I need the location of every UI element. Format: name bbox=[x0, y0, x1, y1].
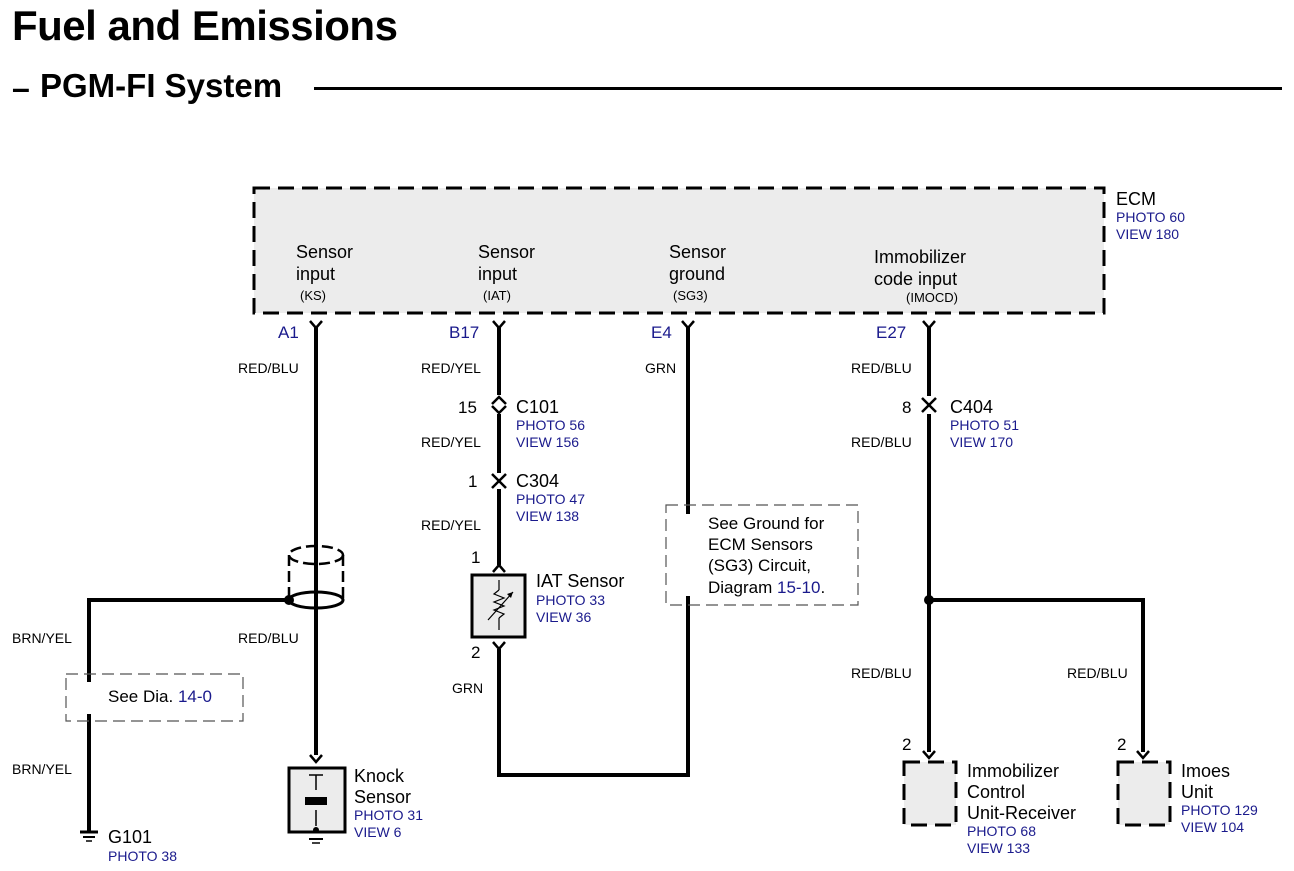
imoes-label-line1: Imoes bbox=[1181, 761, 1230, 781]
see-ground-line1: See Ground for bbox=[708, 514, 825, 533]
pin-a1: A1 bbox=[278, 323, 299, 342]
imoes-terminal bbox=[1136, 750, 1150, 760]
wire-label-grn-1: GRN bbox=[452, 680, 483, 696]
wire-label-iat-1: RED/YEL bbox=[421, 360, 481, 376]
c404-pin: 8 bbox=[902, 398, 911, 417]
immobilizer-photo[interactable]: PHOTO 68 bbox=[967, 823, 1036, 839]
c304-pin: 1 bbox=[468, 472, 477, 491]
ecm-label: ECM bbox=[1116, 189, 1156, 209]
iat-label-line1: Sensor bbox=[478, 242, 535, 262]
ecm-view[interactable]: VIEW 180 bbox=[1116, 226, 1179, 242]
immobilizer-view[interactable]: VIEW 133 bbox=[967, 840, 1030, 856]
ks-label-line2: input bbox=[296, 264, 335, 284]
c101-label: C101 bbox=[516, 397, 559, 417]
c404-label: C404 bbox=[950, 397, 993, 417]
imoes-photo[interactable]: PHOTO 129 bbox=[1181, 802, 1258, 818]
wire-label-brn-yel-2: BRN/YEL bbox=[12, 761, 72, 777]
see-dia-box[interactable] bbox=[65, 673, 244, 722]
wire-sg3-grn[interactable] bbox=[497, 326, 690, 777]
ks-code: (KS) bbox=[300, 288, 326, 303]
see-ground-line2: ECM Sensors bbox=[708, 535, 813, 554]
wire-label-imocd-1: RED/BLU bbox=[851, 360, 912, 376]
thermistor-icon bbox=[487, 580, 514, 630]
wire-label-ks-red-blu-2: RED/BLU bbox=[238, 630, 299, 646]
see-ground-wire-break bbox=[680, 514, 696, 596]
immobilizer-unit-box[interactable] bbox=[902, 760, 958, 827]
imocd-label-line1: Immobilizer bbox=[874, 247, 966, 267]
sg3-label-line2: ground bbox=[669, 264, 725, 284]
pin-e4: E4 bbox=[651, 323, 672, 342]
sg3-label-line1: Sensor bbox=[669, 242, 726, 262]
imocd-label-line2: code input bbox=[874, 269, 957, 289]
c101-view[interactable]: VIEW 156 bbox=[516, 434, 579, 450]
iat-pin-top: 1 bbox=[471, 548, 480, 567]
imoes-pin: 2 bbox=[1117, 735, 1126, 754]
c101-photo[interactable]: PHOTO 56 bbox=[516, 417, 585, 433]
wire-label-iat-3: RED/YEL bbox=[421, 517, 481, 533]
iat-label-line2: input bbox=[478, 264, 517, 284]
immobilizer-label-line1: Immobilizer bbox=[967, 761, 1059, 781]
page-title: Fuel and Emissions bbox=[12, 2, 398, 49]
pin-e27: E27 bbox=[876, 323, 906, 342]
pin-b17: B17 bbox=[449, 323, 479, 342]
see-dia-note[interactable]: See Dia. 14-0 bbox=[108, 687, 212, 706]
c101-connector-icon bbox=[491, 395, 507, 415]
wire-label-brn-yel-1: BRN/YEL bbox=[12, 630, 72, 646]
c304-label: C304 bbox=[516, 471, 559, 491]
see-ground-line4[interactable]: Diagram 15-10. bbox=[708, 578, 825, 597]
wire-label-grn-2: GRN bbox=[645, 360, 676, 376]
imoes-view[interactable]: VIEW 104 bbox=[1181, 819, 1244, 835]
imocd-code: (IMOCD) bbox=[906, 290, 958, 305]
knock-view[interactable]: VIEW 6 bbox=[354, 824, 402, 840]
wire-label-ks-red-blu-1: RED/BLU bbox=[238, 360, 299, 376]
ecm-photo[interactable]: PHOTO 60 bbox=[1116, 209, 1185, 225]
immobilizer-label-line2: Control bbox=[967, 782, 1025, 802]
iat-code: (IAT) bbox=[483, 288, 511, 303]
see-ground-box[interactable] bbox=[665, 504, 859, 606]
ks-label-line1: Sensor bbox=[296, 242, 353, 262]
c404-view[interactable]: VIEW 170 bbox=[950, 434, 1013, 450]
knock-label-line1: Knock bbox=[354, 766, 405, 786]
iat-photo[interactable]: PHOTO 33 bbox=[536, 592, 605, 608]
subtitle-dash: – bbox=[12, 70, 30, 106]
iat-view[interactable]: VIEW 36 bbox=[536, 609, 591, 625]
see-ground-line3: (SG3) Circuit, bbox=[708, 556, 811, 575]
c404-connector-icon bbox=[921, 397, 937, 413]
ecm-box[interactable] bbox=[252, 186, 1106, 315]
iat-terminal-bottom bbox=[492, 641, 506, 651]
wire-imoes-red-blu[interactable] bbox=[929, 598, 1145, 752]
wire-label-imocd-3: RED/BLU bbox=[851, 665, 912, 681]
ground-label: G101 bbox=[108, 827, 152, 847]
iat-pin-bottom: 2 bbox=[471, 643, 480, 662]
knock-sensor-icon bbox=[305, 774, 327, 844]
c304-photo[interactable]: PHOTO 47 bbox=[516, 491, 585, 507]
sg3-code: (SG3) bbox=[673, 288, 708, 303]
iat-terminal-top bbox=[492, 563, 506, 573]
ground-photo[interactable]: PHOTO 38 bbox=[108, 848, 177, 864]
subtitle-rule bbox=[314, 87, 1282, 90]
wire-brn-yel[interactable] bbox=[87, 598, 289, 832]
immobilizer-label-line3: Unit-Receiver bbox=[967, 803, 1076, 823]
wire-label-iat-2: RED/YEL bbox=[421, 434, 481, 450]
wire-label-imocd-2: RED/BLU bbox=[851, 434, 912, 450]
imoes-label-line2: Unit bbox=[1181, 782, 1213, 802]
knock-terminal bbox=[309, 754, 323, 764]
knock-photo[interactable]: PHOTO 31 bbox=[354, 807, 423, 823]
c304-connector-icon bbox=[491, 473, 507, 489]
iat-label: IAT Sensor bbox=[536, 571, 624, 591]
section-subtitle: PGM-FI System bbox=[40, 67, 283, 104]
c304-view[interactable]: VIEW 138 bbox=[516, 508, 579, 524]
imoes-unit-box[interactable] bbox=[1116, 760, 1172, 827]
immobilizer-pin: 2 bbox=[902, 735, 911, 754]
immobilizer-terminal bbox=[922, 750, 936, 760]
see-dia-wire-break bbox=[82, 682, 98, 714]
knock-label-line2: Sensor bbox=[354, 787, 411, 807]
c101-pin: 15 bbox=[458, 398, 477, 417]
c404-photo[interactable]: PHOTO 51 bbox=[950, 417, 1019, 433]
wire-label-imoes: RED/BLU bbox=[1067, 665, 1128, 681]
ground-icon bbox=[80, 830, 98, 842]
